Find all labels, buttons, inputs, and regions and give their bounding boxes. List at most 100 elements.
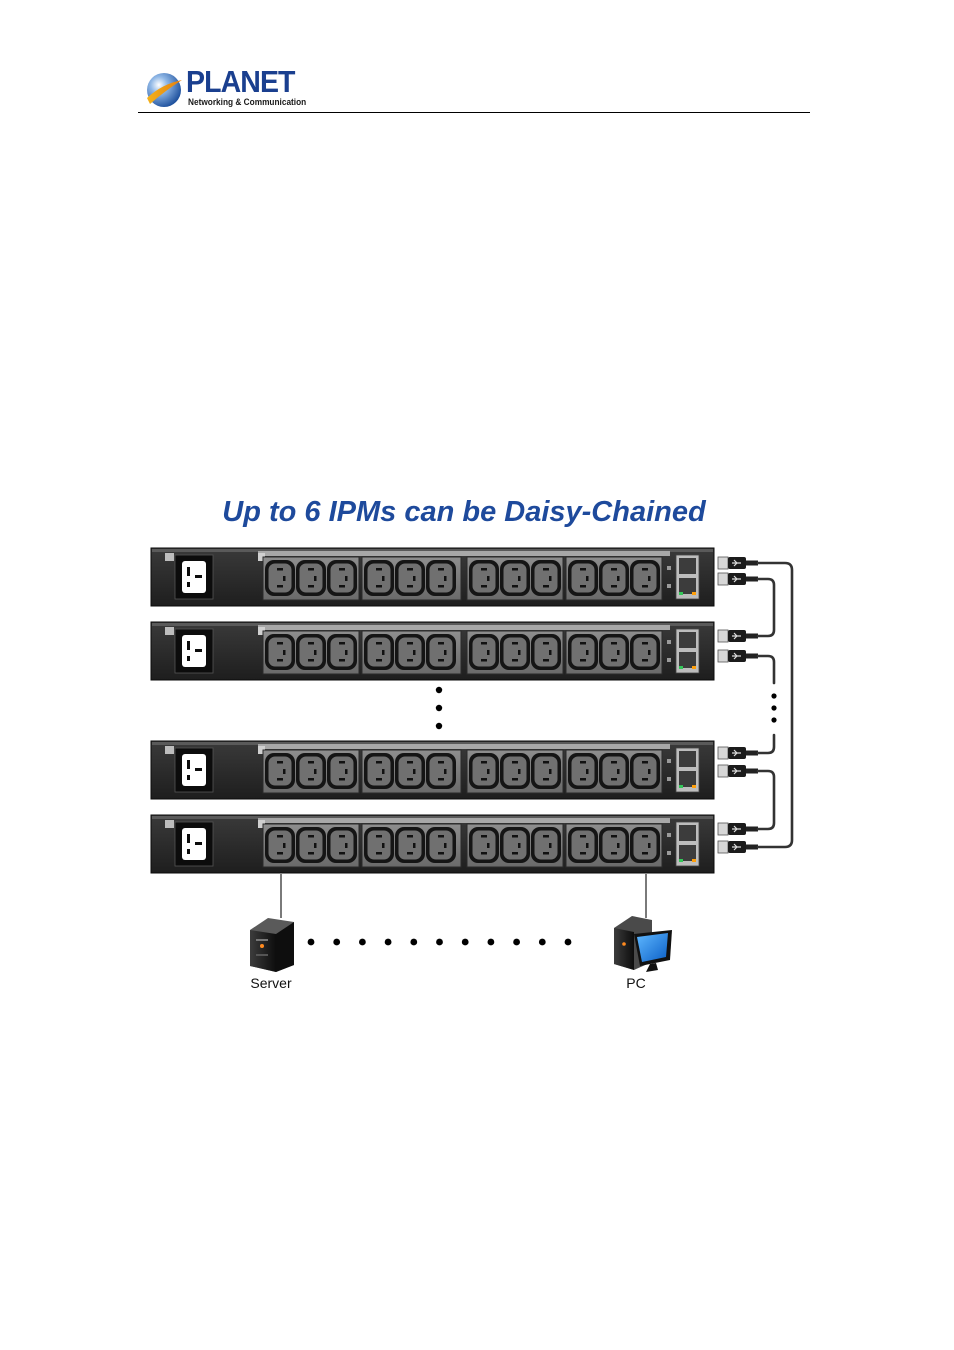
outlet-socket (531, 827, 561, 863)
page-header: PLANET Networking & Communication (0, 0, 954, 120)
diagram-title: Up to 6 IPMs can be Daisy-Chained (222, 496, 706, 528)
usb-connector (717, 840, 758, 854)
outlet-socket (469, 827, 499, 863)
pc-icon (614, 916, 672, 972)
pc-label: PC (626, 975, 645, 991)
outlet-socket (469, 560, 499, 596)
outlet-group (466, 823, 564, 868)
outlet-socket (568, 753, 598, 789)
rj45-port (679, 771, 696, 787)
outlet-socket (395, 753, 425, 789)
outlet-socket (426, 827, 456, 863)
outlet-socket (500, 560, 530, 596)
rj45-port (679, 632, 696, 648)
outlet-socket (265, 634, 295, 670)
network-link-dot (307, 938, 315, 946)
power-inlet (174, 628, 214, 674)
usb-daisy-chain-cables (717, 556, 794, 854)
pdu-label-tag (165, 627, 174, 635)
outlet-socket (630, 753, 660, 789)
outlet-socket (630, 827, 660, 863)
rj45-port (679, 825, 696, 841)
outlet-socket (265, 753, 295, 789)
outlet-socket (364, 560, 394, 596)
network-link-dot (564, 938, 572, 946)
network-ports (667, 821, 700, 867)
outlet-group (565, 749, 663, 794)
outlet-socket (364, 827, 394, 863)
outlet-socket (599, 560, 629, 596)
pdu-unit (150, 740, 715, 800)
outlet-socket (568, 634, 598, 670)
network-link-dot (359, 938, 366, 946)
outlet-socket (531, 753, 561, 789)
rj45-port (679, 578, 696, 594)
outlet-group (262, 823, 360, 868)
outlet-socket (327, 634, 357, 670)
outlet-socket (500, 753, 530, 789)
outlet-socket (531, 634, 561, 670)
usb-connector (717, 764, 758, 778)
power-inlet (174, 747, 214, 793)
network-ports (667, 554, 700, 600)
pdu-label-tag (165, 746, 174, 754)
outlet-socket (426, 634, 456, 670)
outlet-socket (265, 560, 295, 596)
pdu-unit (150, 814, 715, 874)
server-icon (250, 918, 294, 972)
network-ports (667, 628, 700, 674)
outlet-group (262, 630, 360, 675)
usb-connector (717, 629, 758, 643)
outlet-group (361, 556, 462, 601)
outlet-socket (265, 827, 295, 863)
brand-wordmark: PLANET (186, 64, 295, 99)
outlet-socket (395, 560, 425, 596)
outlet-socket (364, 634, 394, 670)
outlet-group (565, 556, 663, 601)
outlet-socket (599, 827, 629, 863)
outlet-socket (426, 753, 456, 789)
network-link-dot (333, 938, 341, 946)
usb-connector (717, 822, 758, 836)
outlet-group (466, 630, 564, 675)
usb-connector (717, 746, 758, 760)
activity-led (692, 859, 696, 862)
daisy-chain-cable (756, 577, 776, 638)
ellipsis-dot (435, 686, 443, 694)
pdu-label-tag (165, 553, 174, 561)
outlet-group (361, 823, 462, 868)
daisy-chain-cable (756, 769, 776, 831)
pdu-unit (150, 547, 715, 607)
pdu-unit (150, 621, 715, 681)
outlet-socket (568, 827, 598, 863)
daisy-chain-cable (756, 733, 776, 755)
usb-connector (717, 556, 758, 570)
outlet-socket (599, 634, 629, 670)
link-led (679, 785, 683, 788)
outlet-group (361, 630, 462, 675)
outlet-group (565, 823, 663, 868)
brand-tagline: Networking & Communication (188, 97, 307, 107)
rj45-port (679, 751, 696, 767)
network-link-dot (436, 938, 443, 946)
outlet-socket (469, 753, 499, 789)
outlet-group (466, 749, 564, 794)
network-link-dot (487, 938, 495, 946)
network-link-dot (461, 938, 469, 946)
ellipsis-dot (435, 704, 443, 712)
activity-led (692, 666, 696, 669)
outlet-socket (364, 753, 394, 789)
link-led (679, 592, 683, 595)
ellipsis-dot (435, 722, 443, 730)
outlet-group (466, 556, 564, 601)
network-link-dot (513, 938, 520, 946)
outlet-group (361, 749, 462, 794)
outlet-socket (327, 560, 357, 596)
activity-led (692, 785, 696, 788)
outlet-socket (296, 634, 326, 670)
pdu-label-tag (165, 820, 174, 828)
outlet-socket (500, 634, 530, 670)
outlet-socket (296, 560, 326, 596)
